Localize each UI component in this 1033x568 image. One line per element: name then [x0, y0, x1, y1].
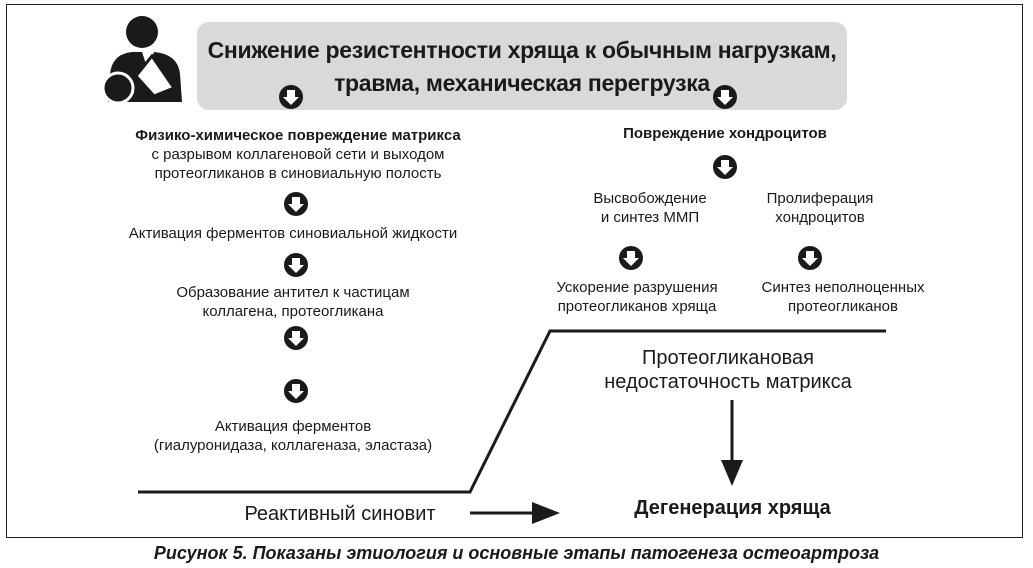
breakdown-line-1: Ускорение разрушения [556, 279, 718, 296]
mmp-release-line-1: Высвобождение [593, 190, 707, 207]
synovial-enzymes-text: Активация ферментов синовиальной жидкост… [128, 225, 458, 242]
matrix-damage-text: Физико-химическое повреждение матрикса с… [60, 126, 536, 183]
arrow-down-circle-icon [619, 246, 643, 270]
defective-synthesis-text: Синтез неполноценных протеогликанов [738, 278, 948, 316]
arrow-down-circle-icon [284, 379, 308, 403]
enzyme-activation-line-2: (гиалуронидаза, коллагеназа, эластаза) [153, 437, 433, 454]
antibodies-line-1: Образование антител к частицам [176, 284, 410, 301]
arrow-down-circle-icon [798, 246, 822, 270]
matrix-damage-title: Физико-химическое повреждение матрикса [135, 127, 461, 144]
chondrocyte-damage-title: Повреждение хондроцитов [623, 125, 827, 142]
chondrocyte-proliferation-text: Пролиферация хондроцитов [735, 189, 905, 227]
cartilage-degeneration-text: Дегенерация хряща [634, 497, 831, 519]
reactive-synovitis-text: Реактивный синовит [244, 503, 436, 525]
injured-person-icon [101, 16, 182, 104]
enzyme-activation-text: Активация ферментов (гиалуронидаза, колл… [60, 417, 526, 455]
enzyme-activation-line-1: Активация ферментов [214, 418, 372, 435]
insufficiency-line-2: недостаточность матрикса [604, 371, 852, 393]
synovitis-boundary-line [138, 329, 886, 494]
cause-line-2: травма, механическая перегрузка [334, 70, 710, 96]
matrix-damage-line-3: протеогликанов в синовиальную полость [154, 165, 442, 182]
proliferation-line-1: Пролиферация [766, 190, 874, 207]
arrow-down-circle-icon [713, 85, 737, 109]
cause-box [197, 22, 847, 110]
antibodies-line-2: коллагена, протеогликана [202, 303, 384, 320]
insufficiency-line-1: Протеогликановая [642, 347, 814, 369]
cause-title: Снижение резистентности хряща к обычным … [197, 34, 847, 100]
synovitis-arrow-head [532, 502, 560, 524]
insufficiency-arrow-head [721, 460, 743, 486]
breakdown-line-2: протеогликанов хряща [557, 298, 717, 315]
arrow-down-circle-icon [713, 155, 737, 179]
arrow-down-circle-icon [284, 326, 308, 350]
arrow-down-circle-icon [284, 192, 308, 216]
proliferation-line-2: хондроцитов [775, 209, 865, 226]
antibodies-text: Образование антител к частицам коллагена… [60, 283, 526, 321]
matrix-insufficiency-text: Протеогликановая недостаточность матрикс… [560, 346, 896, 394]
arrow-down-circle-icon [284, 253, 308, 277]
cause-line-1: Снижение резистентности хряща к обычным … [207, 37, 837, 63]
matrix-damage-line-2: с разрывом коллагеновой сети и выходом [151, 146, 445, 163]
arrow-down-circle-icon [279, 85, 303, 109]
synthesis-line-2: протеогликанов [788, 298, 898, 315]
proteoglycan-breakdown-text: Ускорение разрушения протеогликанов хрящ… [532, 278, 742, 316]
synthesis-line-1: Синтез неполноценных [761, 279, 925, 296]
mmp-release-text: Высвобождение и синтез ММП [560, 189, 740, 227]
figure-caption: Рисунок 5. Показаны этиология и основные… [153, 543, 880, 563]
mmp-release-line-2: и синтез ММП [600, 209, 700, 226]
